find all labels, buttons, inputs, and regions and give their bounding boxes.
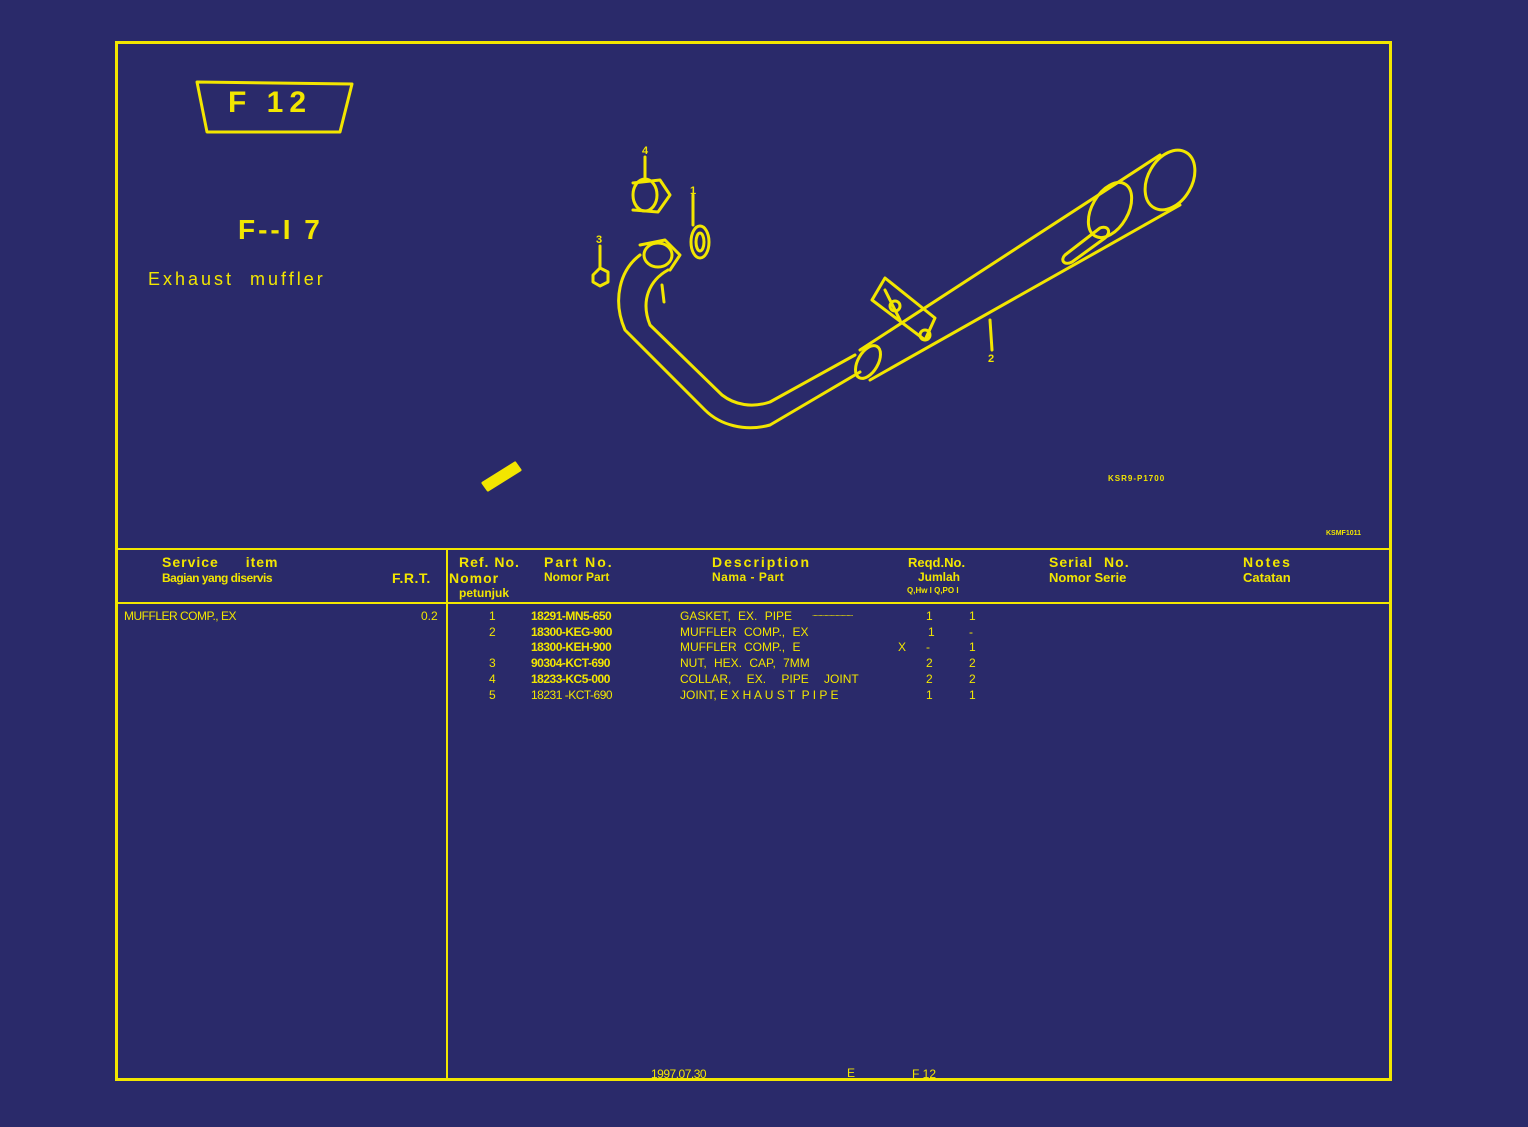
gasket-part <box>689 224 711 260</box>
header-notes-sub: Catatan <box>1243 570 1291 585</box>
description-cell: JOINT, E X H A U S T P I P E <box>680 688 839 702</box>
muffler-end <box>1143 148 1197 212</box>
header-ref-no-sub1: Nomor <box>449 570 500 586</box>
qty-2-cell: 2 <box>969 672 976 686</box>
ref-cell: 5 <box>489 688 496 702</box>
callout-1: 1 <box>690 185 696 197</box>
header-notes: Notes <box>1243 554 1292 570</box>
part-no-cell: 18291-MN5-650 <box>531 609 612 623</box>
ref-cell: 3 <box>489 656 496 670</box>
table-header-rule <box>115 602 1392 604</box>
header-service-item: Service item <box>162 554 279 570</box>
badge-frame <box>195 80 354 134</box>
header-serial-no: Serial No. <box>1049 554 1130 570</box>
description-extra: X <box>898 640 907 654</box>
service-item-name: MUFFLER COMP., EX <box>124 609 236 623</box>
section-code: F--I 7 <box>238 214 323 245</box>
ref-cell: 2 <box>489 625 496 639</box>
header-reqd-no-sub: Jumlah <box>918 570 961 584</box>
ref-cell: 4 <box>489 672 496 686</box>
page-frame <box>115 41 1392 1081</box>
corner-code: KSMF1011 <box>1326 530 1362 537</box>
description-cell: GASKET, EX. PIPE <box>680 609 793 623</box>
part-no-cell: 18300-KEG-900 <box>531 625 612 639</box>
header-description-sub: Nama - Part <box>712 570 785 584</box>
table-top-rule <box>115 548 1392 550</box>
muffler-slot <box>1061 225 1111 265</box>
front-arrow <box>481 461 522 492</box>
footer-date: 1997.07.30 <box>651 1067 707 1081</box>
table-divider <box>446 548 448 1081</box>
header-reqd-cols: Q,Hw I Q,PO I <box>907 586 959 595</box>
header-frt: F.R.T. <box>392 570 431 586</box>
muffler-bracket <box>870 276 937 342</box>
qty-2-cell: 1 <box>969 609 976 623</box>
qty-1-cell: 2 <box>926 656 933 670</box>
description-cell: NUT, HEX. CAP, 7MM <box>680 656 810 670</box>
description-cell: COLLAR, EX. PIPE JOINT <box>680 672 859 686</box>
header-description: Description <box>712 554 812 570</box>
qty-2-cell: 1 <box>969 640 976 654</box>
drawing-code: KSR9-P1700 <box>1108 474 1166 483</box>
service-item-frt: 0.2 <box>421 609 438 623</box>
description-cell: MUFFLER COMP., EX <box>680 625 809 639</box>
qty-1-cell: 1 <box>926 688 933 702</box>
qty-1-cell: 1 <box>926 609 933 623</box>
muffler-body <box>858 153 1182 382</box>
callout-3: 3 <box>596 234 602 246</box>
header-part-no-sub: Nomor Part <box>544 570 610 584</box>
callout-2: 2 <box>988 353 994 365</box>
header-service-item-sub: Bagian yang diservis <box>162 571 273 585</box>
ref-cell: 1 <box>489 609 496 623</box>
qty-2-cell: - <box>969 625 973 639</box>
part-no-cell: 18300-KEH-900 <box>531 640 612 654</box>
qty-1-cell: 2 <box>926 672 933 686</box>
part-no-cell: 18231 -KCT-690 <box>531 688 613 702</box>
pipe-flange <box>642 241 674 269</box>
header-ref-no-sub2: petunjuk <box>459 586 509 600</box>
nut-part <box>591 266 610 288</box>
part-no-cell: 90304-KCT-690 <box>531 656 610 670</box>
page-badge: F 12 <box>228 86 313 119</box>
leader-dots: ................................. <box>812 609 853 618</box>
callout-4: 4 <box>642 145 649 157</box>
qty-1-cell: - <box>926 640 930 654</box>
description-cell: MUFFLER COMP., E <box>680 640 801 654</box>
part-no-cell: 18233-KC5-000 <box>531 672 610 686</box>
header-part-no: Part No. <box>544 554 614 570</box>
qty-1-cell: 1 <box>928 625 935 639</box>
header-serial-no-sub: Nomor Serie <box>1049 570 1127 585</box>
header-ref-no: Ref. No. <box>459 554 520 570</box>
footer-page-ref: F 12 <box>912 1067 937 1081</box>
exhaust-pipe-outer <box>617 253 862 430</box>
page-title: Exhaust muffler <box>148 269 326 289</box>
header-reqd-no: Reqd.No. <box>908 555 966 570</box>
footer-edition: E <box>847 1066 856 1080</box>
qty-2-cell: 2 <box>969 656 976 670</box>
qty-2-cell: 1 <box>969 688 976 702</box>
exhaust-pipe-inner <box>644 268 857 407</box>
